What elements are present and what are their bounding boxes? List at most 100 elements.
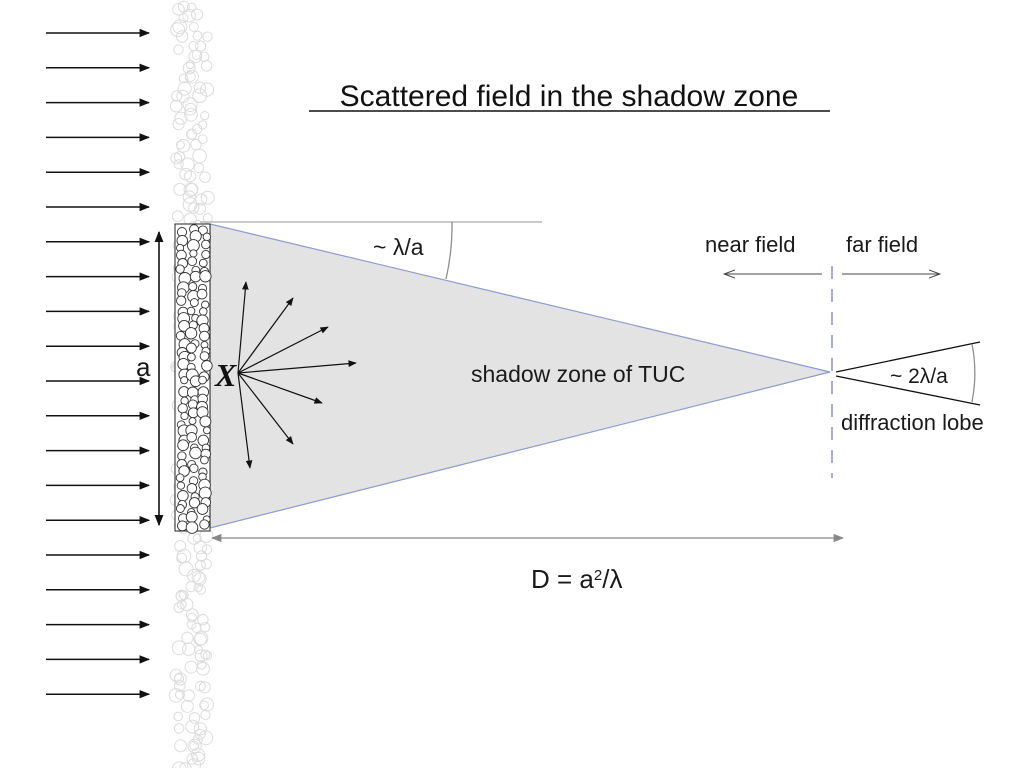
background-particle [193, 583, 203, 593]
tuc-particle [186, 431, 197, 443]
tuc-particle [186, 342, 197, 354]
tuc-particle [187, 256, 198, 267]
background-particle [196, 659, 207, 670]
background-particle [192, 88, 208, 103]
background-particle [202, 213, 213, 223]
angle-arc-lobe [971, 343, 976, 403]
background-particle [174, 680, 186, 692]
background-particle [168, 688, 184, 703]
background-particle [172, 3, 185, 16]
tuc-particle [198, 375, 207, 385]
background-particle [193, 162, 205, 174]
background-particle [172, 118, 185, 131]
tuc-particle [201, 300, 210, 309]
background-particle [179, 167, 192, 181]
distance-formula-prefix: D = a [531, 564, 594, 594]
tuc-particle [186, 483, 198, 494]
page-title: Scattered field in the shadow zone [340, 80, 799, 113]
background-particle [194, 649, 208, 663]
background-particle [173, 44, 184, 55]
tuc-particle [176, 295, 187, 306]
background-particle [195, 40, 207, 52]
background-particle [173, 151, 186, 163]
background-particle [193, 540, 208, 555]
background-particle [182, 190, 196, 204]
background-particle [170, 152, 183, 165]
background-particle [169, 99, 183, 113]
background-particle [194, 202, 206, 215]
shadow-zone-label: shadow zone of TUC [471, 361, 685, 387]
tuc-particle [201, 360, 213, 372]
tuc-particle [201, 249, 211, 260]
background-particle [194, 559, 206, 571]
tuc-particle [176, 481, 186, 490]
background-particle [178, 13, 189, 23]
background-particle [200, 60, 213, 72]
background-particle [169, 668, 183, 682]
near-field-label: near field [705, 232, 796, 257]
tuc-particle [196, 503, 209, 515]
background-particle [198, 120, 208, 130]
distance-formula-suffix: /λ [602, 564, 622, 594]
background-particle [191, 747, 206, 762]
background-particle [193, 632, 207, 647]
background-particle [188, 712, 201, 724]
background-particle [197, 134, 208, 145]
background-particle [184, 660, 198, 674]
background-particle [175, 30, 189, 43]
angle-arc-small [445, 221, 453, 280]
tuc-particle [175, 504, 185, 513]
background-particle [201, 558, 212, 570]
background-particle [199, 171, 211, 183]
background-particle [182, 97, 198, 112]
tuc-particle [202, 426, 211, 435]
incident-wave-arrows [46, 28, 151, 699]
background-particle [177, 81, 192, 96]
tuc-particle [188, 417, 197, 425]
background-particle [186, 753, 198, 765]
diffraction-lobe-lower-edge [835, 375, 981, 406]
background-particle [173, 723, 185, 734]
background-particle [200, 709, 211, 721]
diffraction-lobe-upper-edge [835, 341, 981, 373]
tuc-particle [185, 521, 199, 534]
background-particle [186, 128, 198, 140]
tuc-particle [199, 307, 208, 316]
tuc-particle [185, 510, 198, 523]
diffraction-lobe-label: diffraction lobe [841, 410, 984, 435]
background-particle [178, 561, 194, 577]
background-particle [185, 719, 200, 734]
background-particle [202, 31, 213, 42]
distance-formula-exponent: 2 [594, 567, 602, 584]
background-particle [183, 182, 198, 198]
background-particle [198, 730, 214, 746]
background-particle [171, 90, 183, 102]
distance-formula: D = a2/λ [531, 564, 622, 594]
tuc-particle [189, 446, 202, 460]
tuc-particle [197, 225, 208, 236]
background-particle [187, 758, 202, 768]
background-particle [182, 61, 196, 75]
scatter-ray [237, 372, 253, 469]
background-particle [194, 631, 209, 646]
background-particle [195, 550, 208, 562]
tuc-particle [198, 258, 208, 268]
scatterer-label: X [214, 357, 237, 393]
background-particle [184, 170, 197, 183]
tuc-particle [199, 270, 212, 283]
background-particle [180, 699, 194, 713]
background-particle [189, 740, 200, 751]
tuc-particle [196, 288, 208, 300]
tuc-particle [186, 306, 196, 316]
scatter-ray [237, 360, 357, 374]
background-particle [201, 544, 213, 555]
tuc-particle [177, 439, 189, 452]
tuc-particle [177, 490, 189, 502]
scatter-ray [237, 297, 294, 374]
tuc-particle [200, 455, 209, 465]
tuc-particle [189, 298, 199, 308]
background-particle [199, 622, 211, 633]
background-particle [173, 672, 187, 686]
tuc-particle [187, 352, 196, 362]
